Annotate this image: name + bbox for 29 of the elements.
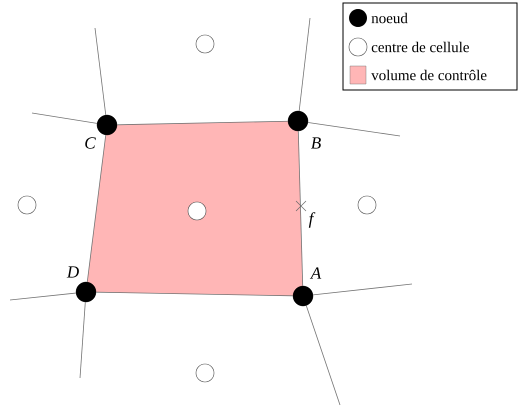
grid-line: [10, 292, 76, 300]
node-dot: [96, 114, 118, 136]
grid-line: [94, 28, 106, 116]
vertex-letter: A: [310, 267, 322, 279]
node-dot: [292, 286, 314, 306]
cell-centre-circle: [358, 196, 376, 214]
cell-edge: [96, 292, 294, 296]
grid-line: [308, 122, 400, 136]
cell-centre-circle: [196, 34, 214, 54]
face-label: f: [308, 212, 316, 228]
vertex-letter: C: [85, 137, 96, 149]
cell-edge: [298, 130, 304, 286]
cell-centre-circle: [18, 196, 36, 214]
grid-line: [298, 18, 310, 112]
cell-edge: [116, 120, 288, 126]
legend-text: noeud: [372, 12, 408, 24]
node-dot: [76, 282, 96, 302]
cell-centre-circle: [196, 364, 214, 382]
cell-centre-circle: [188, 202, 206, 220]
cell-edge: [86, 134, 106, 282]
grid-line: [306, 305, 340, 406]
vertex-letter: D: [66, 266, 79, 278]
grid-line: [32, 112, 98, 124]
legend-text: volume de contrôle: [371, 70, 486, 80]
node-dot: [288, 110, 308, 132]
grid-line: [80, 302, 86, 378]
vertex-letter: B: [310, 137, 321, 149]
grid-line: [312, 284, 412, 296]
legend-text: centre de cellule: [372, 42, 469, 52]
